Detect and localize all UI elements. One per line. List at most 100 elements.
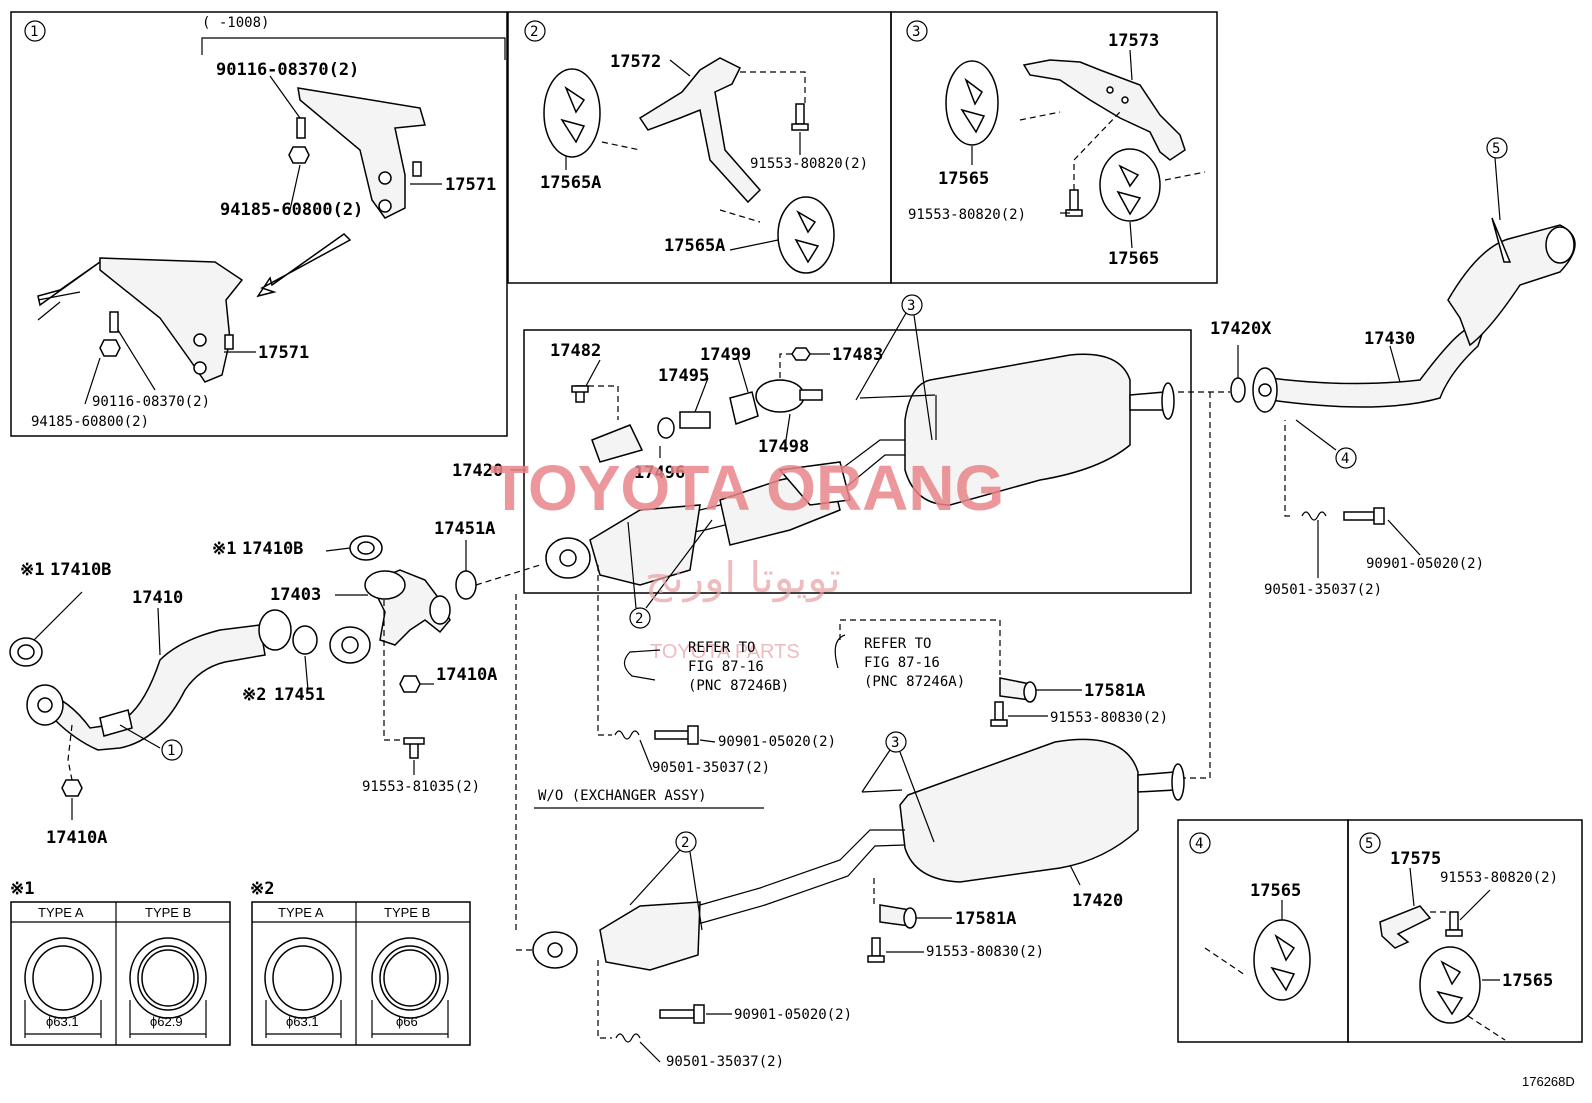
hose-icon — [623, 649, 661, 681]
rubber-hanger — [543, 68, 601, 158]
spring-icon — [615, 1033, 641, 1043]
sensor-housing — [591, 424, 644, 463]
refer-note-a-line2: FIG 87-16 — [688, 659, 764, 675]
svg-text:5: 5 — [1365, 836, 1373, 852]
part-label: 17565A — [664, 236, 725, 256]
callout-5: 5 — [1486, 137, 1508, 159]
bolt-icon — [1065, 189, 1083, 217]
flange — [329, 626, 371, 664]
gasket — [1230, 377, 1246, 403]
callout-3: 3 — [885, 731, 907, 753]
part-label: 17575 — [1390, 849, 1441, 869]
part-label: 17482 — [550, 341, 601, 361]
part-label: 17581A — [1084, 681, 1145, 701]
bolt-icon — [990, 701, 1008, 727]
gasket — [9, 637, 43, 667]
part-label: 17495 — [658, 366, 709, 386]
spring-icon — [1301, 511, 1327, 521]
part-label: 17420X — [1210, 319, 1272, 339]
part-label: 17565 — [1250, 881, 1301, 901]
callout-2: 2 — [675, 831, 697, 853]
svg-text:1: 1 — [30, 24, 38, 40]
svg-text:1: 1 — [167, 743, 175, 759]
arrow-icon — [256, 233, 352, 298]
rubber-hanger — [1099, 148, 1161, 222]
actuator — [755, 379, 823, 413]
hanger-bracket — [1379, 905, 1432, 949]
gasket-ring-icon — [371, 937, 449, 1019]
callout-1: 1 — [161, 739, 183, 761]
svg-text:2: 2 — [635, 611, 643, 627]
part-label: 91553-80820(2) — [908, 207, 1026, 223]
tail-pipe-muffler — [1269, 217, 1576, 408]
part-label: 91553-80820(2) — [750, 156, 868, 172]
part-label: 17451 — [274, 685, 325, 705]
part-label: 17420 — [452, 461, 503, 481]
part-label: 17483 — [832, 345, 883, 365]
part-label: 17498 — [758, 437, 809, 457]
box-5-callout: 5 — [1359, 832, 1381, 854]
damper-icon — [879, 904, 917, 929]
gasket — [292, 625, 318, 655]
part-label: 17410 — [132, 588, 183, 608]
ref-mark: ※2 — [250, 879, 274, 899]
part-label: 90901-05020(2) — [734, 1007, 852, 1023]
part-label: 17565 — [1502, 971, 1553, 991]
part-label: 17571 — [445, 175, 496, 195]
gasket-table-ref2: ※2 TYPE A TYPE B ϕ63.1 ϕ66 — [250, 879, 471, 1046]
rubber-hanger — [1419, 946, 1481, 1024]
refer-note-b-line3: (PNC 87246A) — [864, 674, 965, 690]
diameter-label: ϕ63.1 — [286, 1014, 319, 1029]
watermark-text: TOYOTA ORANG — [490, 452, 1004, 524]
hanger-bracket-top — [297, 87, 426, 219]
svg-text:4: 4 — [1195, 836, 1203, 852]
part-label: 90501-35037(2) — [1264, 582, 1382, 598]
part-label: 17565 — [938, 169, 989, 189]
refer-note-b-line2: FIG 87-16 — [864, 655, 940, 671]
gasket-ring-icon — [24, 937, 102, 1019]
bolt-icon — [867, 937, 885, 963]
part-label: 91553-80820(2) — [1440, 870, 1558, 886]
part-label: 17581A — [955, 909, 1016, 929]
type-b-label: TYPE B — [384, 905, 430, 920]
gasket-table-ref1: ※1 TYPE A TYPE B ϕ63.1 ϕ62.9 — [10, 879, 231, 1046]
bolt-icon — [659, 1004, 705, 1024]
part-label: 94185-60800(2) — [220, 200, 363, 220]
svg-text:4: 4 — [1341, 451, 1349, 467]
watermark-arabic: تويوتا اورنج — [645, 553, 841, 603]
date-range-label: ( -1008) — [202, 15, 269, 31]
svg-text:2: 2 — [681, 835, 689, 851]
part-label: 91553-80830(2) — [1050, 710, 1168, 726]
rubber-hanger — [777, 196, 835, 274]
part-label: 17571 — [258, 343, 309, 363]
svg-text:2: 2 — [530, 24, 538, 40]
hose-icon — [834, 634, 846, 669]
part-label: 17403 — [270, 585, 321, 605]
part-label: 90901-05020(2) — [718, 734, 836, 750]
box-3-callout: 3 — [906, 20, 928, 42]
rubber-hanger — [1253, 919, 1311, 1001]
nut-icon — [61, 779, 83, 797]
exchanger-assy-box — [523, 329, 1192, 594]
bolt-icon — [1445, 911, 1463, 937]
hanger-pipe — [1022, 59, 1186, 161]
part-label: 17496 — [634, 463, 685, 483]
bolt-icon — [654, 725, 699, 745]
svg-text:3: 3 — [907, 298, 915, 314]
detail-box-5 — [1347, 819, 1583, 1043]
part-label: 17573 — [1108, 31, 1159, 51]
hanger-bracket-bottom — [37, 257, 244, 383]
part-label: 90501-35037(2) — [652, 760, 770, 776]
part-label: 91553-80830(2) — [926, 944, 1044, 960]
callout-3: 3 — [901, 294, 923, 316]
part-label: 17565A — [540, 173, 601, 193]
flange-pipe — [364, 569, 451, 646]
callout-2: 2 — [629, 607, 651, 629]
bolt-icon — [791, 103, 809, 131]
refer-note-a-line3: (PNC 87246B) — [688, 678, 789, 694]
part-label: 90501-35037(2) — [666, 1054, 784, 1070]
detail-box-1 — [10, 11, 508, 437]
watermark-sub: TOYOTA PARTS — [650, 641, 800, 663]
